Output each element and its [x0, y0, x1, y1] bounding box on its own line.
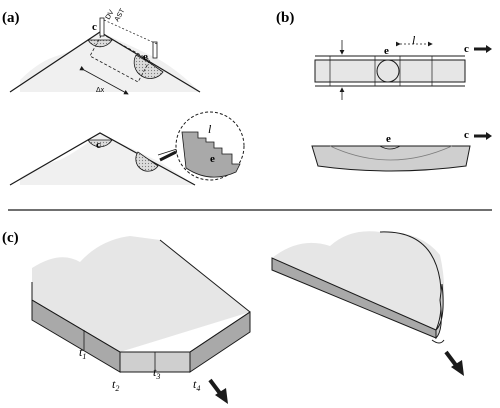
panel-a: (a) c e DV AST Δx [2, 7, 245, 186]
panel-b-label: (b) [276, 10, 294, 26]
zoom-arrow [159, 150, 177, 162]
label-e-zoom: e [210, 153, 215, 165]
panel-a-bottom-sketch: c l e [9, 111, 245, 186]
label-t2: t2 [112, 377, 119, 393]
left-top-edge [159, 239, 251, 313]
panel-c-right-block [271, 231, 464, 376]
label-t4: t4 [193, 377, 200, 393]
cavity-c-bottom [87, 139, 113, 148]
panel-a-label: (a) [2, 10, 20, 26]
inner-notch [379, 145, 401, 150]
cavity-c [87, 39, 113, 48]
label-dx: Δx [96, 87, 105, 94]
label-t1: t1 [79, 345, 86, 361]
right-top-edge [379, 231, 442, 331]
snow-cloud-bottom [20, 133, 195, 185]
panel-c: (c) t1 t2 t3 t4 [2, 230, 464, 404]
cavity-e-bottom [135, 151, 159, 172]
section-profile [311, 145, 471, 172]
label-l-b: l [412, 33, 416, 47]
inner-curve [329, 145, 453, 161]
panel-b-bottom-sketch: e c [311, 129, 492, 172]
label-c-b2: c [464, 129, 469, 141]
panel-c-left-block: t1 t2 t3 t4 [31, 236, 251, 404]
motion-arrowhead-left [215, 388, 228, 404]
label-l-zoom: l [208, 122, 212, 136]
instrument-e [152, 41, 158, 59]
instrument-c [99, 17, 105, 37]
label-e-b: e [384, 45, 389, 57]
label-c-b: c [464, 43, 469, 55]
label-e-b2: e [386, 133, 391, 145]
label-c-bottom: c [96, 139, 101, 151]
dashed-box [89, 33, 151, 83]
ridge-line-bottom [9, 132, 196, 186]
motion-arrowhead-right [451, 360, 464, 376]
label-dv: DV [105, 9, 116, 21]
instrument-link [103, 19, 158, 45]
right-side-face [435, 283, 444, 340]
cavity-e [133, 54, 164, 79]
label-e-top: e [143, 51, 148, 63]
panel-b: (b) l e c e c [276, 10, 492, 172]
label-t3: t3 [153, 365, 160, 381]
panel-b-top-sketch: l e c [314, 33, 492, 100]
left-top-surface [32, 236, 250, 352]
panel-a-top-sketch: c e DV AST Δx [9, 7, 201, 95]
label-ast: AST [114, 7, 127, 23]
cavity-circle [376, 59, 400, 83]
panel-c-label: (c) [2, 230, 19, 246]
flow-arrowhead-bottom [486, 132, 492, 140]
right-tip [431, 339, 445, 344]
label-c-top: c [92, 21, 97, 33]
dx-arrow [79, 65, 129, 95]
zoom-cross-section [181, 131, 241, 178]
flow-arrowhead-top [486, 45, 492, 53]
right-top-surface [272, 231, 445, 330]
